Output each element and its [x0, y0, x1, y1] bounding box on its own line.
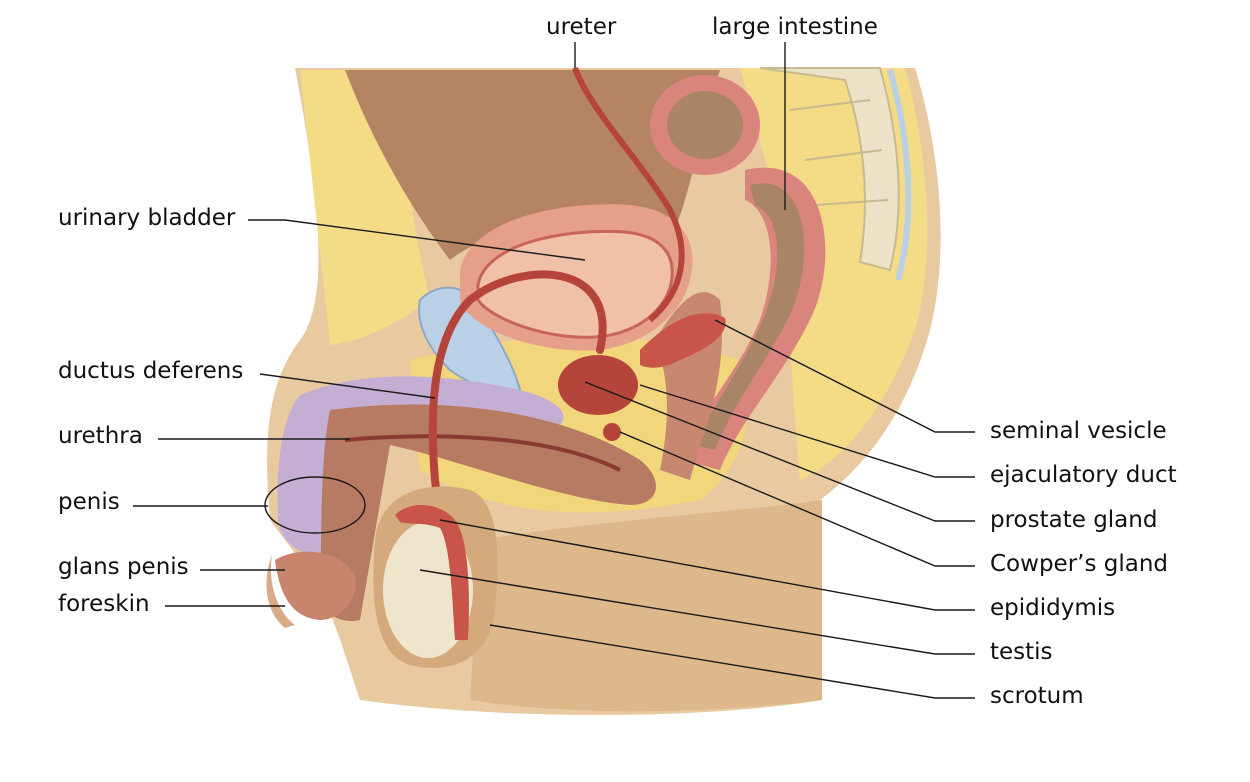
urethra-tube: [344, 434, 621, 472]
sacrum: [759, 67, 912, 281]
label-prostate-gland: prostate gland: [990, 507, 1158, 533]
label-cowpers-gland: Cowper’s gland: [990, 551, 1169, 577]
label-urethra: urethra: [58, 423, 143, 449]
glans: [275, 551, 356, 620]
prostate: [558, 355, 638, 415]
cowpers-gland: [603, 423, 621, 441]
label-epididymis: epididymis: [990, 595, 1116, 621]
label-ductus-deferens: ductus deferens: [58, 358, 244, 384]
label-glans-penis: glans penis: [58, 554, 189, 580]
label-foreskin: foreskin: [58, 591, 150, 617]
foreskin-shape: [266, 555, 295, 628]
label-penis: penis: [58, 489, 120, 515]
label-ureter: ureter: [546, 14, 617, 40]
label-urinary-bladder: urinary bladder: [58, 205, 236, 231]
label-seminal-vesicle: seminal vesicle: [990, 418, 1167, 444]
label-ejaculatory-duct: ejaculatory duct: [990, 462, 1177, 488]
seminal-vesicle: [640, 313, 726, 368]
leader-lines: [133, 42, 975, 699]
ureter-tube: [572, 66, 685, 323]
corpus-spongiosum: [319, 404, 657, 622]
label-testis: testis: [990, 639, 1053, 665]
epididymis-shape: [395, 504, 469, 640]
leg-shadow: [470, 500, 822, 712]
label-large-intestine: large intestine: [712, 14, 878, 40]
label-scrotum: scrotum: [990, 683, 1084, 709]
